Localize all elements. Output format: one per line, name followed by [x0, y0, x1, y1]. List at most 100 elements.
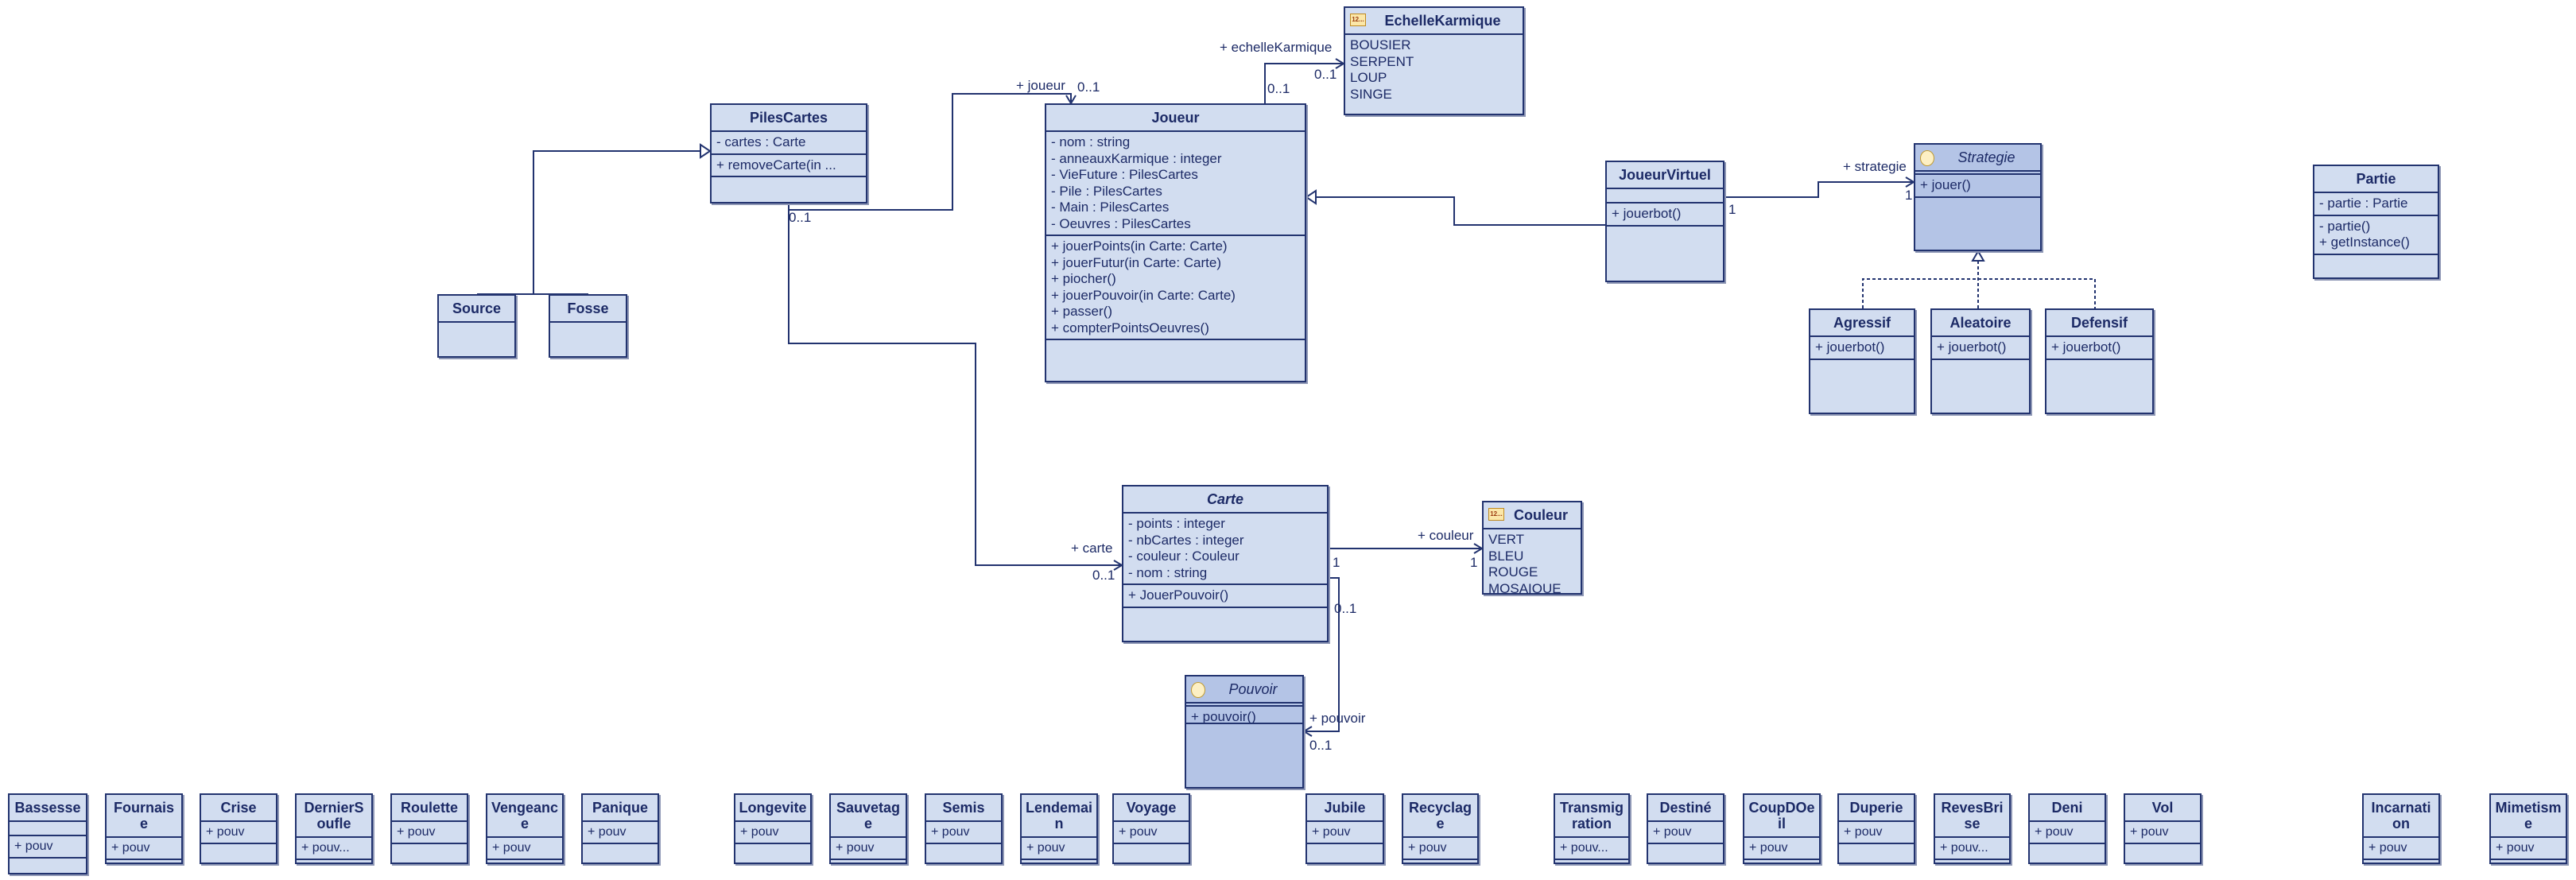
class-box-partie[interactable]: Partie- partie : Partie- partie()+ getIn…	[2313, 165, 2439, 279]
class-box-recyclage[interactable]: Recyclage+ pouv	[1402, 793, 1479, 864]
multiplicity-label: 1	[1905, 188, 1913, 203]
class-box-mimetisme[interactable]: Mimetisme+ pouv	[2489, 793, 2567, 864]
attribute: - Main : PilesCartes	[1051, 200, 1170, 215]
class-box-roulette[interactable]: Roulette+ pouv	[390, 793, 468, 864]
operations-compartment: + jouerbot()	[1810, 337, 1914, 360]
operation: + removeCarte(in ...	[716, 157, 836, 173]
class-box-fosse[interactable]: Fosse	[549, 294, 627, 358]
multiplicity-label: 0..1	[1267, 81, 1290, 96]
role-label: + couleur	[1418, 528, 1474, 543]
class-box-semis[interactable]: Semis+ pouv	[925, 793, 1003, 864]
operation: + JouerPouvoir()	[1128, 587, 1229, 603]
class-box-carte[interactable]: Carte- points : integer- nbCartes : inte…	[1122, 485, 1329, 642]
class-name: Vengeance	[491, 800, 559, 832]
operation: + pouv	[1844, 825, 1883, 839]
operations-compartment: + pouv	[1022, 838, 1096, 860]
operation: + jouerPoints(in Carte: Carte)	[1051, 238, 1228, 254]
attributes-compartment: - points : integer- nbCartes : integer- …	[1123, 514, 1327, 585]
attribute: - couleur : Couleur	[1128, 549, 1240, 564]
class-header: Fournaise	[107, 795, 181, 838]
enum-icon: 12...	[1350, 14, 1366, 26]
class-name: Roulette	[401, 800, 458, 816]
class-box-crise[interactable]: Crise+ pouv	[200, 793, 277, 864]
class-header: Strategie	[1915, 145, 2040, 175]
operations-compartment: + pouvoir()	[1186, 707, 1302, 724]
operations-compartment: + pouv	[1744, 838, 1819, 860]
class-box-longevite[interactable]: Longevite+ pouv	[734, 793, 812, 864]
class-header: Longevite	[735, 795, 810, 822]
class-box-transmigration[interactable]: Transmigration+ pouv...	[1554, 793, 1630, 864]
generalization-triangle-icon	[700, 143, 712, 159]
class-name: PilesCartes	[749, 110, 828, 126]
role-label: + carte	[1071, 541, 1113, 556]
operations-compartment: + pouv	[583, 822, 658, 844]
class-box-source[interactable]: Source	[437, 294, 516, 358]
class-name: Deni	[2051, 800, 2083, 816]
class-header: Bassesse	[10, 795, 86, 822]
class-box-bassesse[interactable]: Bassesse+ pouv	[8, 793, 87, 874]
class-box-deni[interactable]: Deni + pouv	[2028, 793, 2106, 864]
attribute: - cartes : Carte	[716, 134, 806, 149]
class-box-pouvoir[interactable]: Pouvoir + pouvoir()	[1185, 675, 1304, 789]
operations-compartment: + pouv	[107, 838, 181, 860]
operations-compartment: + pouv	[1648, 822, 1723, 844]
operations-compartment: + pouv	[926, 822, 1001, 844]
class-header: DernierSoufle	[297, 795, 371, 838]
attribute: - VieFuture : PilesCartes	[1051, 167, 1198, 182]
class-box-aleatoire[interactable]: Aleatoire+ jouerbot()	[1930, 308, 2031, 414]
operation: + pouv	[2035, 825, 2074, 839]
class-header: Vengeance	[487, 795, 562, 838]
class-header: PilesCartes	[712, 105, 866, 132]
class-box-strategie[interactable]: Strategie+ jouer()	[1914, 143, 2042, 251]
class-name: Panique	[592, 800, 648, 816]
class-name: Pouvoir	[1228, 681, 1278, 697]
class-box-vol[interactable]: Vol+ pouv	[2124, 793, 2202, 864]
class-box-agressif[interactable]: Agressif+ jouerbot()	[1809, 308, 1915, 414]
class-box-reves-brise[interactable]: RevesBrise+ pouv...	[1934, 793, 2011, 864]
class-box-destine[interactable]: Destiné + pouv	[1647, 793, 1724, 864]
generalization-triangle-icon	[1305, 189, 1317, 205]
class-box-panique[interactable]: Panique + pouv	[581, 793, 659, 864]
class-name: Recyclage	[1408, 800, 1472, 832]
class-header: Transmigration	[1555, 795, 1628, 838]
class-box-fournaise[interactable]: Fournaise+ pouv	[105, 793, 183, 864]
class-name: Crise	[220, 800, 257, 816]
operation: + pouv	[588, 825, 627, 839]
class-box-dernier-soufle[interactable]: DernierSoufle+ pouv...	[295, 793, 373, 864]
class-header: Duperie	[1839, 795, 1914, 822]
class-name: DernierSoufle	[304, 800, 364, 832]
class-header: Deni	[2030, 795, 2105, 822]
class-name: Destiné	[1659, 800, 1712, 816]
attributes-compartment: - cartes : Carte	[712, 132, 866, 155]
class-box-duperie[interactable]: Duperie + pouv	[1837, 793, 1915, 864]
class-box-vengeance[interactable]: Vengeance+ pouv	[486, 793, 564, 864]
operation: + jouerbot()	[1815, 339, 1885, 355]
class-box-lendemain[interactable]: Lendemain+ pouv	[1020, 793, 1098, 864]
class-header: Source	[439, 296, 514, 323]
class-box-joueur-virtuel[interactable]: JoueurVirtuel+ jouerbot()	[1605, 161, 1724, 282]
class-box-incarnation[interactable]: Incarnation+ pouv	[2362, 793, 2440, 864]
attributes-compartment: - partie : Partie	[2314, 193, 2438, 216]
operation: + passer()	[1051, 304, 1112, 319]
class-box-piles-cartes[interactable]: PilesCartes - cartes : Carte + removeCarte…	[710, 103, 867, 204]
class-header: Crise	[201, 795, 276, 822]
attributes-compartment: - nom : string- anneauxKarmique : intege…	[1046, 132, 1305, 236]
interface-icon	[1191, 682, 1205, 698]
class-box-joueur[interactable]: Joueur- nom : string- anneauxKarmique : …	[1045, 103, 1306, 382]
role-label: + echelleKarmique	[1220, 40, 1333, 55]
multiplicity-label: 0..1	[1334, 601, 1357, 616]
generalization-joueurvirtuel-joueur	[1316, 196, 1605, 226]
class-box-coup-doeil[interactable]: CoupDOeil+ pouv	[1743, 793, 1821, 864]
class-name: RevesBrise	[1941, 800, 2004, 832]
class-box-voyage[interactable]: Voyage+ pouv	[1112, 793, 1190, 864]
operations-compartment: + jouerbot()	[1607, 204, 1723, 227]
operation: + jouerFutur(in Carte: Carte)	[1051, 254, 1221, 270]
class-box-sauvetage[interactable]: Sauvetage+ pouv	[829, 793, 907, 864]
class-box-defensif[interactable]: Defensif+ jouerbot()	[2045, 308, 2154, 414]
class-box-jubile[interactable]: Jubile+ pouv	[1305, 793, 1384, 864]
operation: + pouv	[836, 841, 875, 855]
association-pilescartes-joueur	[789, 93, 1072, 211]
